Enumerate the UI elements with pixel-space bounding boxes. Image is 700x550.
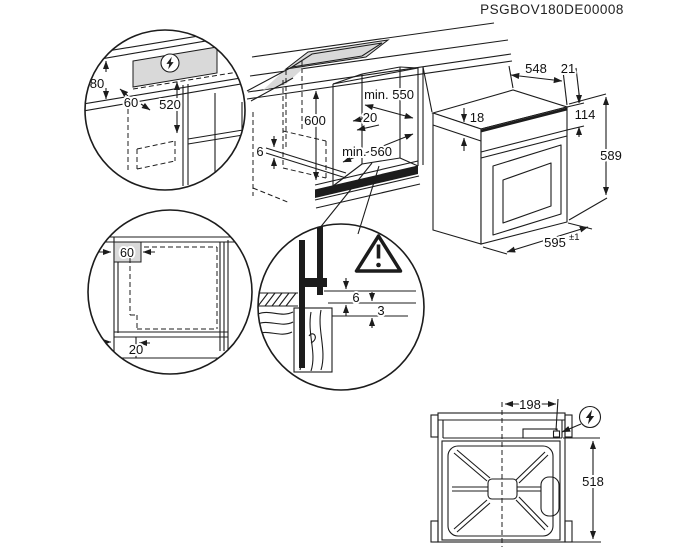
oven-frame-profile: [299, 240, 305, 368]
dim-top-offset: 60: [120, 246, 134, 260]
niche-dimensions: 600 min. 550 20 min. 560 6: [254, 85, 416, 181]
back-panel: [447, 445, 554, 537]
dim-rear-clearance: 21: [561, 61, 575, 76]
wood-grain: [258, 307, 333, 373]
callout-leader: [246, 66, 293, 92]
dim-niche-width: min. 560: [342, 144, 392, 159]
control-panel-top: [480, 107, 568, 133]
dim-side-offset: 60: [124, 95, 138, 110]
dim-socket-height: 520: [159, 97, 181, 112]
document-number: PSGBOV180DE00008: [480, 2, 624, 17]
dim-panel-height: 114: [575, 107, 596, 122]
oven-door-window: [492, 144, 562, 236]
connection-point: [552, 430, 561, 438]
hob-cutout: [263, 39, 390, 150]
callout-leader: [318, 162, 373, 230]
detail-circle-outline: [84, 29, 246, 191]
dim-oven-width: 595: [544, 235, 566, 250]
detail-circle-outline: [87, 209, 253, 375]
dim-back-height: 518: [582, 474, 604, 489]
dim-niche-height: 600: [304, 113, 326, 128]
dim-connection-offset: 198: [519, 397, 541, 412]
dim-top-rear-gap: 20: [363, 110, 377, 125]
dim-plinth-depth: 20: [129, 342, 143, 357]
detail-front-clearance: 6 3: [257, 162, 425, 391]
dim-lower-gap: 3: [377, 303, 384, 318]
dim-clearance-height: 80: [90, 76, 104, 91]
hob-cutout-spill-area: [263, 63, 309, 90]
support-rail: [265, 147, 347, 174]
dim-upper-gap: 6: [352, 290, 359, 305]
terminal-box: [522, 428, 558, 439]
dim-oven-height: 589: [600, 148, 622, 163]
detail-power-connection: 80 60 520: [84, 29, 294, 191]
oven-dimensions: 548 21 18 114 589 595 ±1: [460, 59, 624, 255]
rear-view: 198 518: [430, 395, 606, 547]
dim-support-rail-gap: 6: [256, 144, 263, 159]
detail-side-view: 60 20: [87, 209, 253, 375]
detail-circle-outline: [257, 223, 425, 391]
oven: [431, 89, 570, 245]
worktop-hatching: [258, 292, 297, 307]
hob-cutout-opening: [284, 39, 390, 70]
dim-top-clearance: 18: [470, 110, 484, 125]
connection-box: [113, 241, 142, 263]
dim-niche-depth: min. 550: [364, 87, 414, 102]
back-panel-ribs: [452, 449, 549, 533]
dim-oven-depth: 548: [525, 61, 547, 76]
dim-oven-width-tolerance: ±1: [569, 232, 580, 243]
warning-icon: [354, 234, 403, 273]
ventilation-strip: [315, 166, 418, 198]
